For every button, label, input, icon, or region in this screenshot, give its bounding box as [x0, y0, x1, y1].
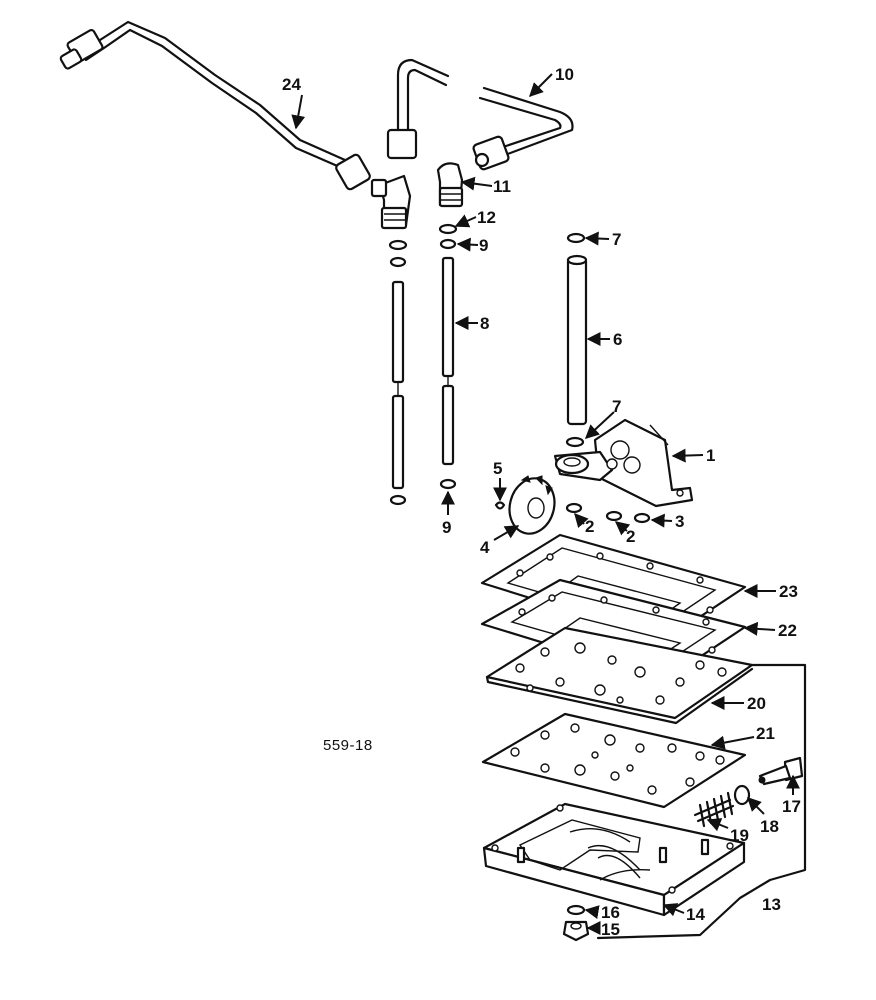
- callout-24: 24: [282, 75, 301, 94]
- callout-1: 1: [706, 446, 715, 465]
- callout-5: 5: [493, 459, 502, 478]
- part-13-bracket: [596, 663, 807, 940]
- part-24-tube: [59, 20, 371, 191]
- callout-9b: 9: [442, 518, 451, 537]
- callout-4: 4: [480, 538, 490, 557]
- callout-8: 8: [480, 314, 489, 333]
- part-14-valve-body: [482, 802, 746, 917]
- callout-2a: 2: [585, 517, 594, 536]
- callout-22: 22: [778, 621, 797, 640]
- callout-16: 16: [601, 903, 620, 922]
- callout-2b: 2: [626, 527, 635, 546]
- callout-9a: 9: [479, 236, 488, 255]
- callout-3: 3: [675, 512, 684, 531]
- callout-13: 13: [762, 895, 781, 914]
- part-1-housing: [553, 418, 694, 508]
- callout-7a: 7: [612, 230, 621, 249]
- part-17-sensor: [758, 756, 804, 786]
- callout-7b: 7: [612, 397, 621, 416]
- left-elbow-fitting: [370, 174, 412, 230]
- part-10-tube: [386, 58, 574, 171]
- part-21-plate: [481, 712, 747, 809]
- part-15-16-plug: [562, 904, 590, 942]
- callout-labels: 24 10 11 12 9 7 8 6 7 1 5 4 9 2 2 3 23 2…: [282, 65, 801, 939]
- callout-23: 23: [779, 582, 798, 601]
- o-rings-column: [388, 223, 458, 506]
- part-19-spring: [693, 791, 735, 828]
- callout-10: 10: [555, 65, 574, 84]
- part-6-tube: [565, 232, 588, 448]
- part-4-gear: [508, 475, 556, 535]
- callout-20: 20: [747, 694, 766, 713]
- small-washers: [494, 501, 651, 524]
- callout-17: 17: [782, 797, 801, 816]
- part-8-rods: [391, 256, 455, 490]
- callout-11: 11: [493, 177, 511, 196]
- callout-21: 21: [756, 724, 775, 743]
- part-18-ring: [733, 784, 751, 806]
- callout-15: 15: [601, 920, 620, 939]
- callout-6: 6: [613, 330, 622, 349]
- leader-lines: [291, 73, 800, 935]
- part-11-elbow: [436, 162, 464, 208]
- callout-12: 12: [477, 208, 496, 227]
- callout-18: 18: [760, 817, 779, 836]
- figure-id: 559-18: [323, 737, 373, 754]
- callout-19: 19: [730, 826, 749, 845]
- callout-14: 14: [686, 905, 705, 924]
